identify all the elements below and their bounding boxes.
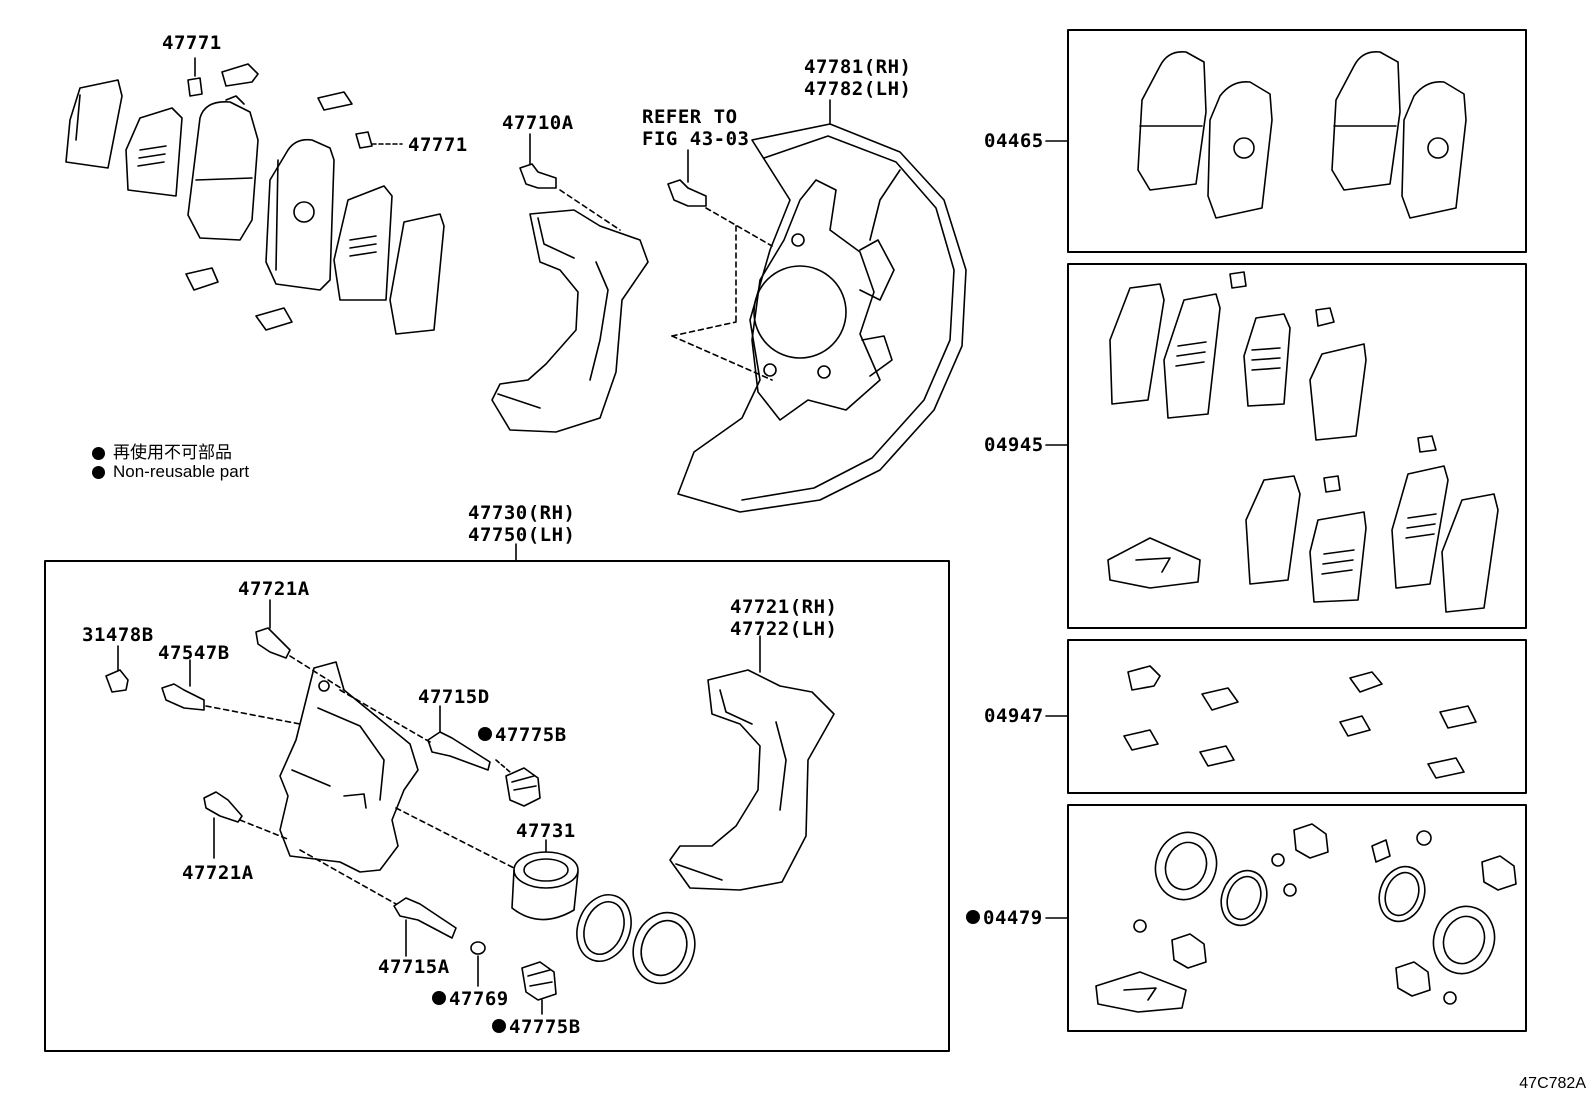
label-47547B: 47547B: [158, 642, 230, 664]
label-47715A: 47715A: [378, 956, 450, 978]
kit-04945-shim-set: [1107, 271, 1499, 613]
kit-04465-pad-set: [1137, 50, 1467, 219]
slide-pin-boot-bottom-icon: [521, 961, 557, 1001]
label-47750-lh: 47750(LH): [468, 524, 576, 546]
label-47782-lh: 47782(LH): [804, 78, 912, 100]
label-04465: 04465: [984, 130, 1044, 152]
label-04479: 04479: [966, 907, 1043, 929]
piston-seal-icon: [576, 894, 632, 962]
label-47715D: 47715D: [418, 686, 490, 708]
inner-shim: [333, 185, 393, 301]
slide-pin-47715D-icon: [427, 731, 491, 771]
pad-support-plate: [185, 63, 353, 331]
bleeder-plug-icon: [161, 683, 205, 711]
kit-04947-frame: [1067, 639, 1527, 794]
label-47731: 47731: [516, 820, 576, 842]
label-47771-top: 47771: [162, 32, 222, 54]
label-47771-mid: 47771: [408, 134, 468, 156]
slide-pin-boot-top-icon: [505, 767, 541, 807]
grease-packet-2-icon: [1095, 971, 1187, 1013]
outer-shim-2: [125, 107, 183, 197]
kit-04479-seal-set: [1095, 823, 1517, 1013]
mounting-bolt-icon: [667, 179, 707, 207]
label-47775B-bottom: 47775B: [492, 1016, 581, 1038]
label-47730-rh: 47730(RH): [468, 502, 576, 524]
bolt-47721A-top-icon: [255, 627, 291, 659]
label-refer-fig: FIG 43-03: [642, 128, 750, 150]
label-04945: 04945: [984, 434, 1044, 456]
kit-04945-frame: [1067, 263, 1527, 629]
bolt-47721A-bottom-icon: [203, 791, 243, 823]
piston-icon: [511, 851, 579, 921]
kit-04465-frame: [1067, 29, 1527, 253]
kit-04947-clip-set: [1123, 665, 1477, 779]
label-47769: 47769: [432, 988, 509, 1010]
caliper-mounting-bracket-rh: [669, 669, 835, 891]
bolt-47710A-icon: [519, 163, 557, 189]
inner-pad: [265, 138, 335, 291]
outer-anti-squeal-shim: [65, 79, 123, 169]
figure-id: 47C782A: [1519, 1075, 1586, 1092]
label-04947: 04947: [984, 705, 1044, 727]
label-31478B: 31478B: [82, 624, 154, 646]
bleeder-cap-icon: [105, 669, 129, 693]
slide-pin-47715A-icon: [393, 897, 457, 939]
cylinder-boot-icon: [632, 911, 696, 985]
label-47781-rh: 47781(RH): [804, 56, 912, 78]
legend-japanese: 再使用不可部品: [92, 438, 232, 463]
caliper-mounting-bracket-top: [491, 209, 649, 433]
legend-english: Non-reusable part: [92, 462, 249, 482]
caliper-cylinder-body: [279, 661, 419, 873]
label-47722-lh: 47722(LH): [730, 618, 838, 640]
inner-shim-2: [389, 213, 445, 335]
label-47721A-top: 47721A: [238, 578, 310, 600]
label-47775B-top: 47775B: [478, 724, 567, 746]
grease-packet-icon: [1107, 537, 1201, 589]
cylinder-assembly-frame: [44, 560, 950, 1052]
shim-clip-icon: [187, 77, 373, 149]
label-47710A: 47710A: [502, 112, 574, 134]
label-refer-to: REFER TO: [642, 106, 738, 128]
disc-brake-dust-cover: [677, 123, 967, 513]
label-47721A-bottom: 47721A: [182, 862, 254, 884]
label-47721-rh: 47721(RH): [730, 596, 838, 618]
bushing-icon: [470, 941, 486, 955]
outer-pad: [187, 95, 259, 241]
